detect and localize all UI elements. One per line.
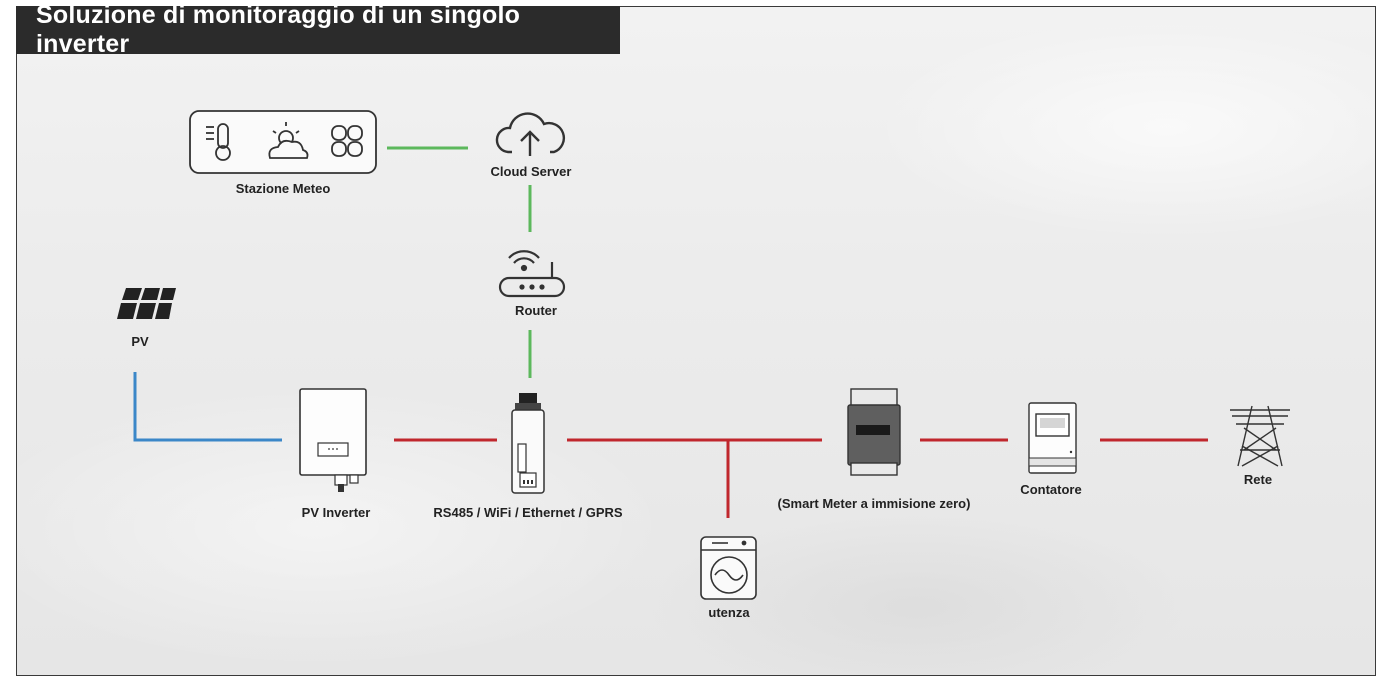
energy-meter-icon	[1028, 402, 1077, 474]
weather-station	[189, 110, 377, 174]
cloud-upload-icon	[495, 112, 566, 156]
page-title: Soluzione di monitoraggio di un singolo …	[16, 1, 620, 58]
label-pv: PV	[131, 334, 149, 349]
dc-link	[133, 372, 282, 442]
inverter-icon	[299, 388, 367, 492]
label-smart-meter: (Smart Meter a immisione zero)	[777, 496, 971, 511]
smart-meter-icon	[847, 388, 901, 476]
link-pv-inverter	[133, 372, 282, 442]
label-weather-station: Stazione Meteo	[235, 181, 331, 196]
label-rete: Rete	[1243, 472, 1273, 487]
label-utenza: utenza	[708, 605, 750, 620]
solar-panel-icon	[117, 288, 176, 319]
label-router: Router	[515, 303, 557, 318]
washing-machine-icon	[700, 536, 757, 600]
datalogger-stick-icon	[511, 393, 545, 494]
label-datalogger: RS485 / WiFi / Ethernet / GPRS	[433, 505, 623, 520]
thermometer-icon	[206, 123, 231, 161]
fan-icon	[331, 125, 363, 157]
wifi-router-icon	[498, 250, 566, 298]
ac-links	[394, 438, 1208, 518]
label-cloud-server: Cloud Server	[490, 164, 572, 179]
power-tower-icon	[1230, 405, 1290, 467]
data-links	[387, 146, 532, 378]
label-contatore: Contatore	[1020, 482, 1082, 497]
label-pv-inverter: PV Inverter	[301, 505, 371, 520]
sun-cloud-icon	[268, 122, 309, 159]
